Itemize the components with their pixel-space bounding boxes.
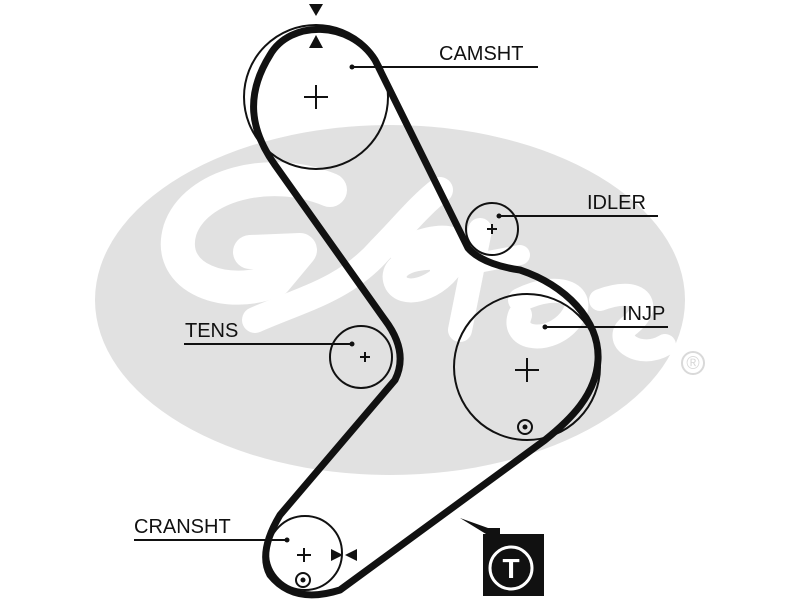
idler-label: IDLER xyxy=(587,192,646,214)
injection-pump-pulley xyxy=(453,293,601,441)
camshaft-pulley xyxy=(243,24,389,170)
camshaft-timing-marks xyxy=(309,4,323,48)
injection-pump-timing-mark xyxy=(517,419,533,435)
tension-badge: T xyxy=(460,518,544,596)
idler-pulley xyxy=(465,202,519,256)
tensioner-label: TENS xyxy=(185,320,238,342)
tensioner-pulley xyxy=(329,325,393,389)
leader-lines xyxy=(134,66,668,541)
injection-pump-label: INJP xyxy=(622,303,665,325)
gates-watermark-logo: ® xyxy=(95,125,705,475)
tension-badge-letter: T xyxy=(502,553,519,584)
crankshaft-timing-marks xyxy=(295,549,357,588)
crankshaft-label: CRANSHT xyxy=(134,516,231,538)
camshaft-label: CAMSHT xyxy=(439,43,523,65)
timing-belt xyxy=(250,25,602,599)
registered-mark: ® xyxy=(686,353,699,373)
